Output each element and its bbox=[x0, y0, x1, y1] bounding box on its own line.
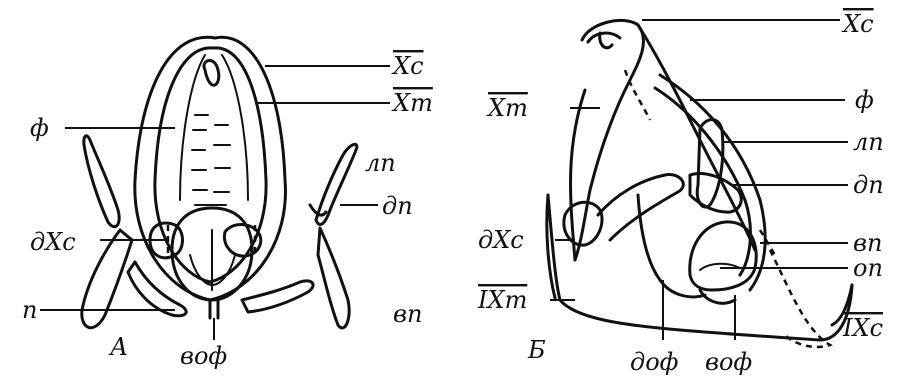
label-b-xs-text: Xс bbox=[841, 10, 874, 38]
label-a-vp: вп bbox=[393, 300, 422, 328]
label-a-letter: А bbox=[108, 333, 128, 361]
panel-a-leaders bbox=[40, 65, 390, 340]
label-b-ixs-text: IXс bbox=[842, 314, 883, 342]
label-a-dxs: дXс bbox=[30, 228, 76, 256]
label-b-xs: Xс bbox=[841, 10, 874, 38]
label-b-ixm-text: IXm bbox=[477, 286, 527, 314]
label-b-f: ф bbox=[855, 86, 874, 114]
label-b-xm-text: Xm bbox=[486, 94, 528, 122]
label-b-op: оп bbox=[853, 254, 883, 282]
label-a-vof: воф bbox=[180, 342, 227, 370]
label-b-letter: Б bbox=[527, 336, 546, 364]
panel-a-drawing bbox=[80, 35, 359, 330]
label-a-xm: Xm bbox=[391, 89, 433, 117]
label-b-xm: Xm bbox=[486, 94, 528, 122]
label-a-xs: Xс bbox=[391, 52, 424, 80]
label-b-vp: вп bbox=[853, 229, 882, 257]
label-a-p: п bbox=[22, 296, 37, 324]
label-b-lp: лп bbox=[853, 128, 884, 156]
label-b-dof: доф bbox=[630, 348, 678, 376]
label-b-dxs: дXс bbox=[478, 226, 524, 254]
label-a-xm-text: Xm bbox=[391, 89, 433, 117]
label-a-lp: лп bbox=[365, 149, 396, 177]
panel-b-leaders bbox=[550, 19, 848, 301]
label-b-vof: воф bbox=[705, 348, 752, 376]
label-b-dp: дп bbox=[853, 171, 884, 199]
label-a-dp: дп bbox=[382, 192, 413, 220]
panel-b-drawing bbox=[545, 18, 854, 349]
label-a-f: ф bbox=[30, 114, 49, 142]
label-b-ixm: IXm bbox=[477, 286, 527, 314]
label-b-ixs: IXс bbox=[842, 314, 883, 342]
label-a-xs-text: Xс bbox=[391, 52, 424, 80]
